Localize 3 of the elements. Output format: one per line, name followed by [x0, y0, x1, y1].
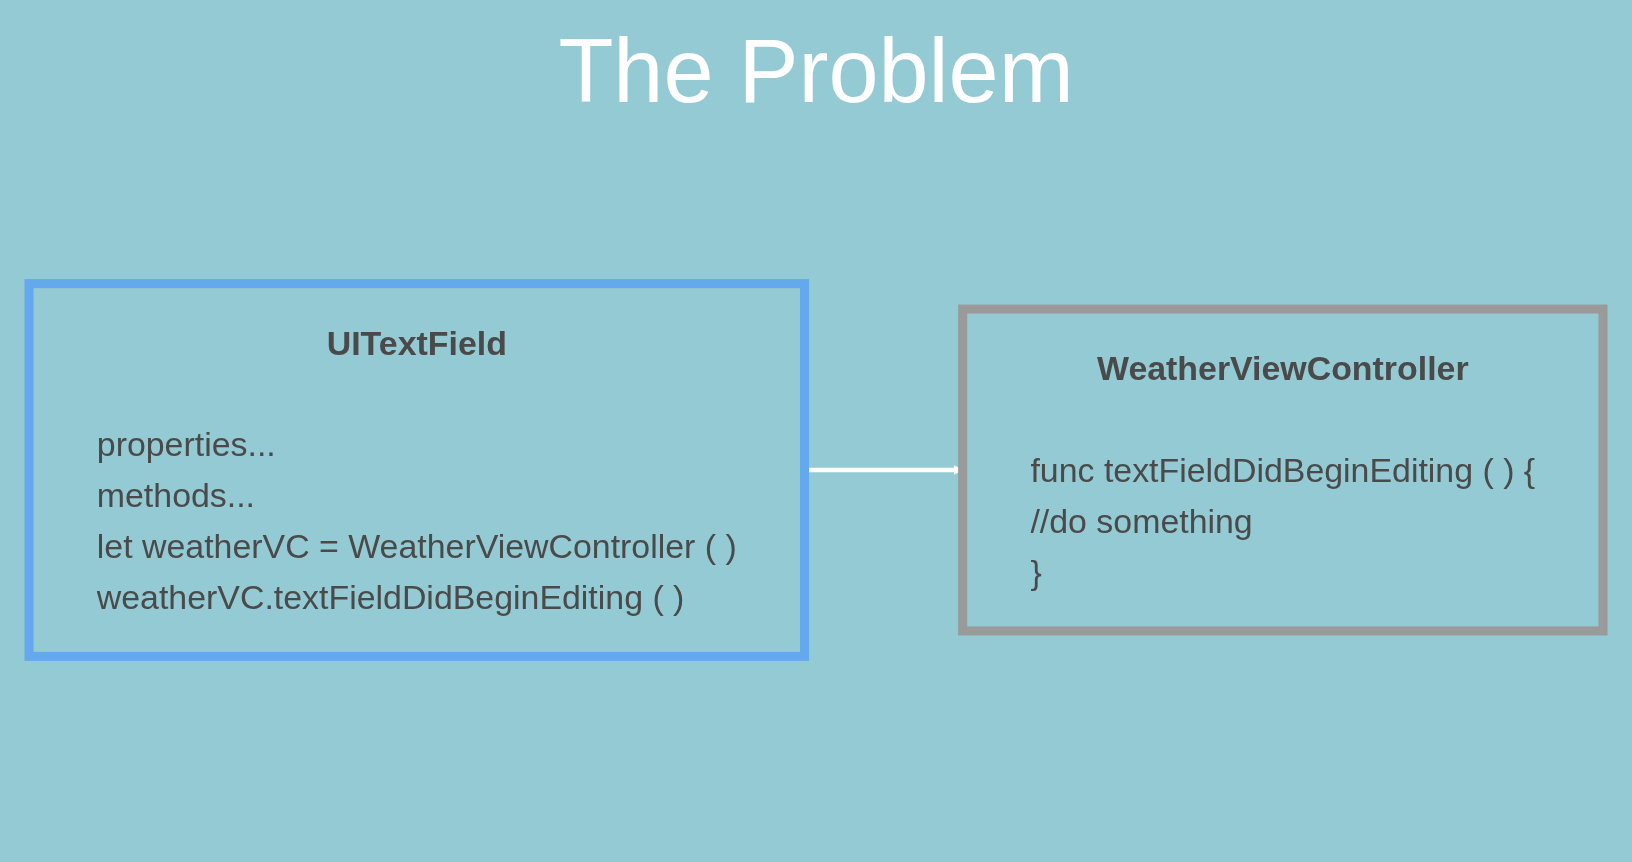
class-box: WeatherViewController func textFieldDidBeginEditing ( ) { //do something } — [958, 304, 1608, 636]
class-box: UITextField properties... methods... let weatherVC = WeatherViewController ( ) weatherVC.textFieldDidBeginEditing ( ) — [24, 279, 810, 661]
title: The Problem — [557, 20, 1075, 123]
